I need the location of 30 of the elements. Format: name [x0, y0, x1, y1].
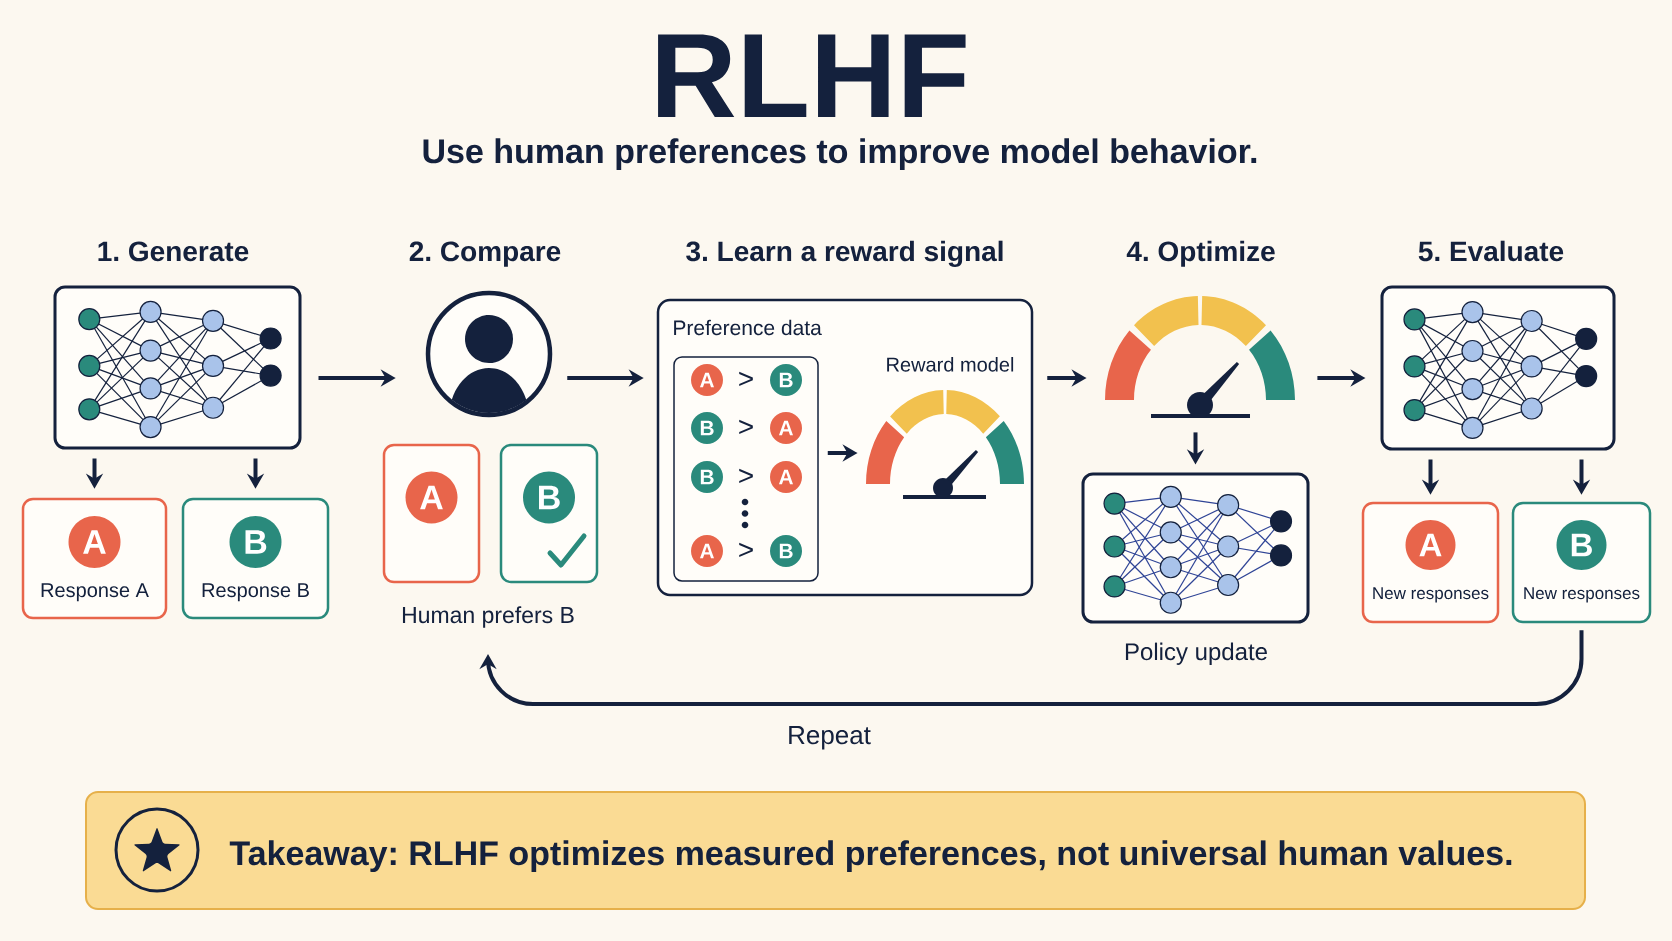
gauge-icon	[1105, 296, 1295, 418]
edge-label: Repeat	[783, 722, 875, 754]
comparison-sign: >	[739, 468, 753, 484]
letter-badge: A	[1405, 520, 1456, 570]
letter-badge: A	[770, 461, 802, 493]
letter-badge: B	[770, 535, 802, 567]
letter-badge: A	[770, 412, 802, 444]
letter-badge: B	[229, 516, 282, 568]
step-heading: 4. Optimize	[1126, 240, 1275, 267]
letter-badge: A	[691, 364, 723, 396]
arrow	[479, 630, 1584, 706]
letter-badge: B	[523, 471, 575, 524]
title: RLHF	[658, 34, 966, 117]
letter-badge: B	[691, 412, 723, 444]
subtitle: Use human preferences to improve model behavior.	[423, 138, 1257, 171]
letter-badge: A	[405, 471, 458, 524]
comparison-sign: >	[739, 542, 753, 558]
letter-badge: A	[691, 535, 723, 567]
node-label: Reward model	[887, 357, 1014, 372]
letter-badge: A	[68, 516, 121, 568]
comparison-sign: >	[739, 419, 753, 435]
caption: Human prefers B	[402, 606, 574, 628]
node-label: Policy update	[1125, 642, 1267, 665]
step-heading: 2. Compare	[409, 241, 561, 267]
letter-badge: B	[691, 461, 723, 493]
comparison-sign: >	[739, 371, 753, 387]
step-heading: 3. Learn a reward signal	[686, 240, 1003, 267]
letter-badge: B	[770, 364, 802, 396]
takeaway-banner: Takeaway: RLHF optimizes measured preferences, not universal human values.	[85, 791, 1586, 910]
letter-badge: B	[1556, 520, 1607, 570]
